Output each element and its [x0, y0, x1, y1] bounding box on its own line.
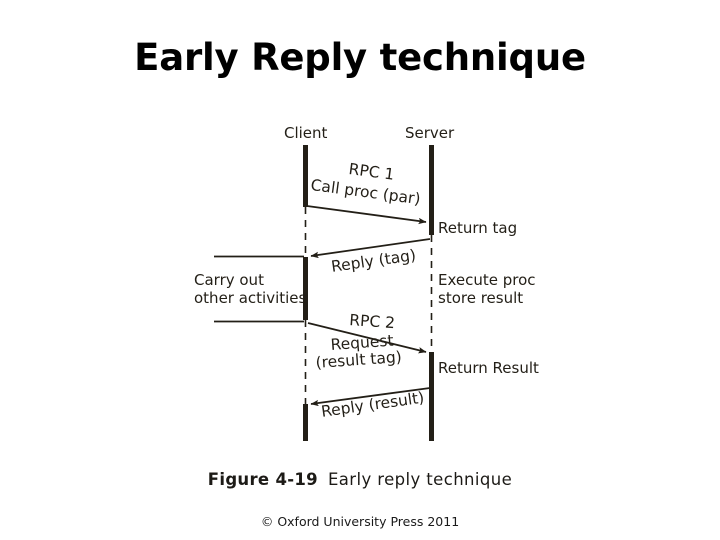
server-note-return-tag: Return tag	[438, 219, 518, 237]
lifeline-label-client: Client	[284, 124, 328, 142]
server-note-execute-proc-line1: Execute proc	[438, 271, 536, 289]
server-lifeline	[429, 145, 434, 441]
message-arrow-rpc-2-request	[307, 322, 427, 354]
figure-caption-text: Early reply technique	[327, 470, 513, 489]
carry-out-bracket	[214, 255, 304, 323]
lifeline-label-server: Server	[405, 124, 455, 142]
message-arrow-reply-result	[310, 387, 431, 407]
message-arrow-rpc-1-call	[306, 205, 427, 225]
message-arrow-reply-tag	[310, 238, 431, 259]
figure-caption-number: Figure 4-19	[207, 470, 318, 489]
message-label-rpc-2: RPC 2	[348, 311, 396, 333]
footer-credit: © Oxford University Press 2011	[260, 514, 460, 529]
client-note-carry-out-line2: other activities	[194, 289, 307, 307]
figure-caption: Figure 4-19 Early reply technique	[0, 470, 720, 489]
page-title: Early Reply technique	[134, 36, 586, 79]
client-note-carry-out-line1: Carry out	[194, 271, 264, 289]
server-note-execute-proc-line2: store result	[438, 289, 524, 307]
server-note-return-result: Return Result	[438, 359, 539, 377]
client-lifeline	[303, 145, 308, 441]
